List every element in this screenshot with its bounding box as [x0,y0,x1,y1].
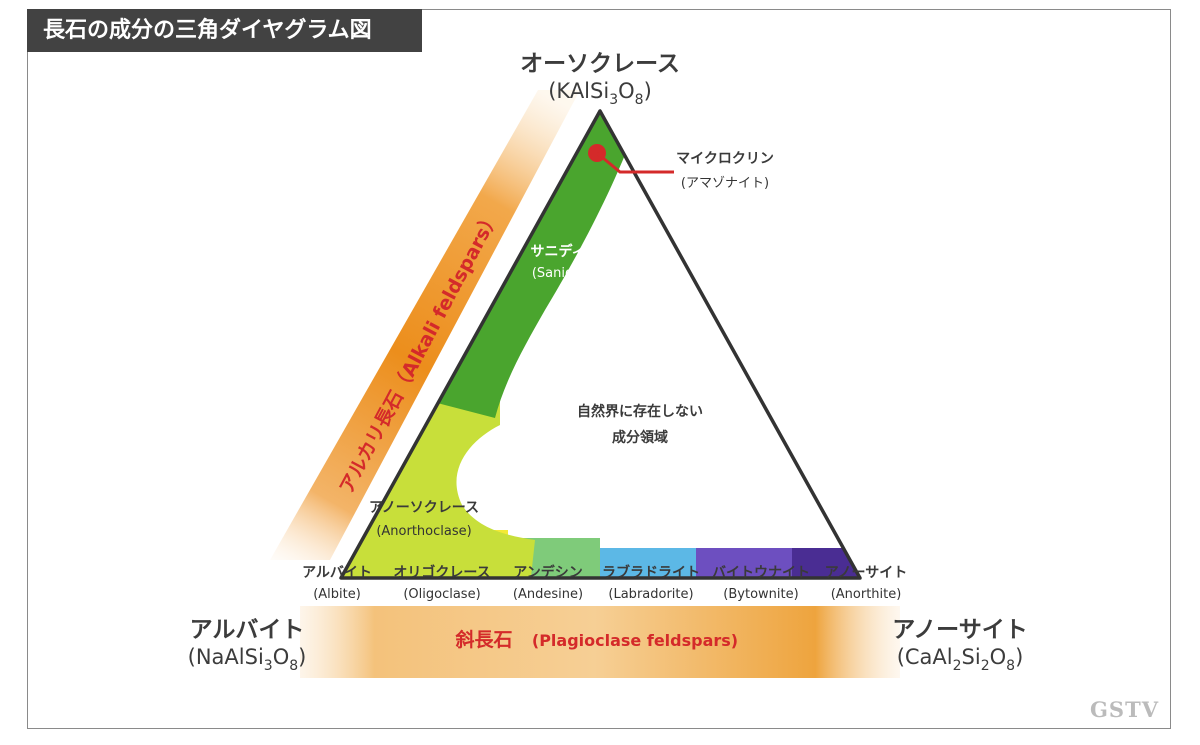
vertex-top-name: オーソクレース [520,51,680,77]
microcline-label-en: (アマゾナイト) [681,176,769,191]
andesine-label-en: (Andesine) [513,587,583,602]
albite-label-en: (Albite) [313,587,361,602]
plagioclase-label-en: (Plagioclase feldspars) [532,631,738,650]
labradorite-label-en: (Labradorite) [608,587,693,602]
anorthoclase-label-jp: アノーソクレース [369,500,479,516]
gstv-logo: GSTV [1090,697,1160,722]
field-labradorite-color [600,548,696,578]
alkali-feldspar-band [270,90,580,560]
sanidine-label-en: (Sanidine) [532,266,598,281]
plagioclase-series-labels: アルバイト (Albite) オリゴクレース (Oligoclase) アンデシ… [302,564,907,602]
labradorite-label-jp: ラブラドライト [602,564,700,581]
anorthite-label-jp: アノーサイト [825,565,907,581]
vertex-right-formula: (CaAl2Si2O8) [897,645,1024,674]
bytownite-label-jp: バイトウナイト [712,565,810,581]
page-title: 長石の成分の三角ダイヤグラム図 [27,9,422,52]
oligoclase-label-jp: オリゴクレース [393,564,490,581]
field-bytownite-color [696,548,792,578]
oligoclase-label-en: (Oligoclase) [403,587,480,602]
anorthoclase-label-en: (Anorthoclase) [376,524,471,539]
miscibility-gap-line-2: 成分領域 [612,429,668,446]
sanidine-label-jp: サニディン [530,243,599,260]
vertex-top-formula: (KAlSi3O8) [548,79,652,108]
albite-label-jp: アルバイト [302,565,372,581]
plagioclase-label-jp: 斜長石 [454,628,512,651]
bytownite-label-en: (Bytownite) [723,587,798,602]
anorthite-label-en: (Anorthite) [831,587,902,602]
vertex-right-name: アノーサイト [892,617,1027,643]
miscibility-gap-line-1: 自然界に存在しない [577,403,703,420]
microcline-label-jp: マイクロクリン [676,151,774,167]
plagioclase-band [300,606,900,678]
andesine-label-jp: アンデシン [513,564,582,581]
vertex-left-formula: (NaAlSi3O8) [188,645,307,674]
ternary-triangle [339,109,862,580]
vertex-left-name: アルバイト [190,617,305,643]
microcline-leader-line [596,151,674,174]
